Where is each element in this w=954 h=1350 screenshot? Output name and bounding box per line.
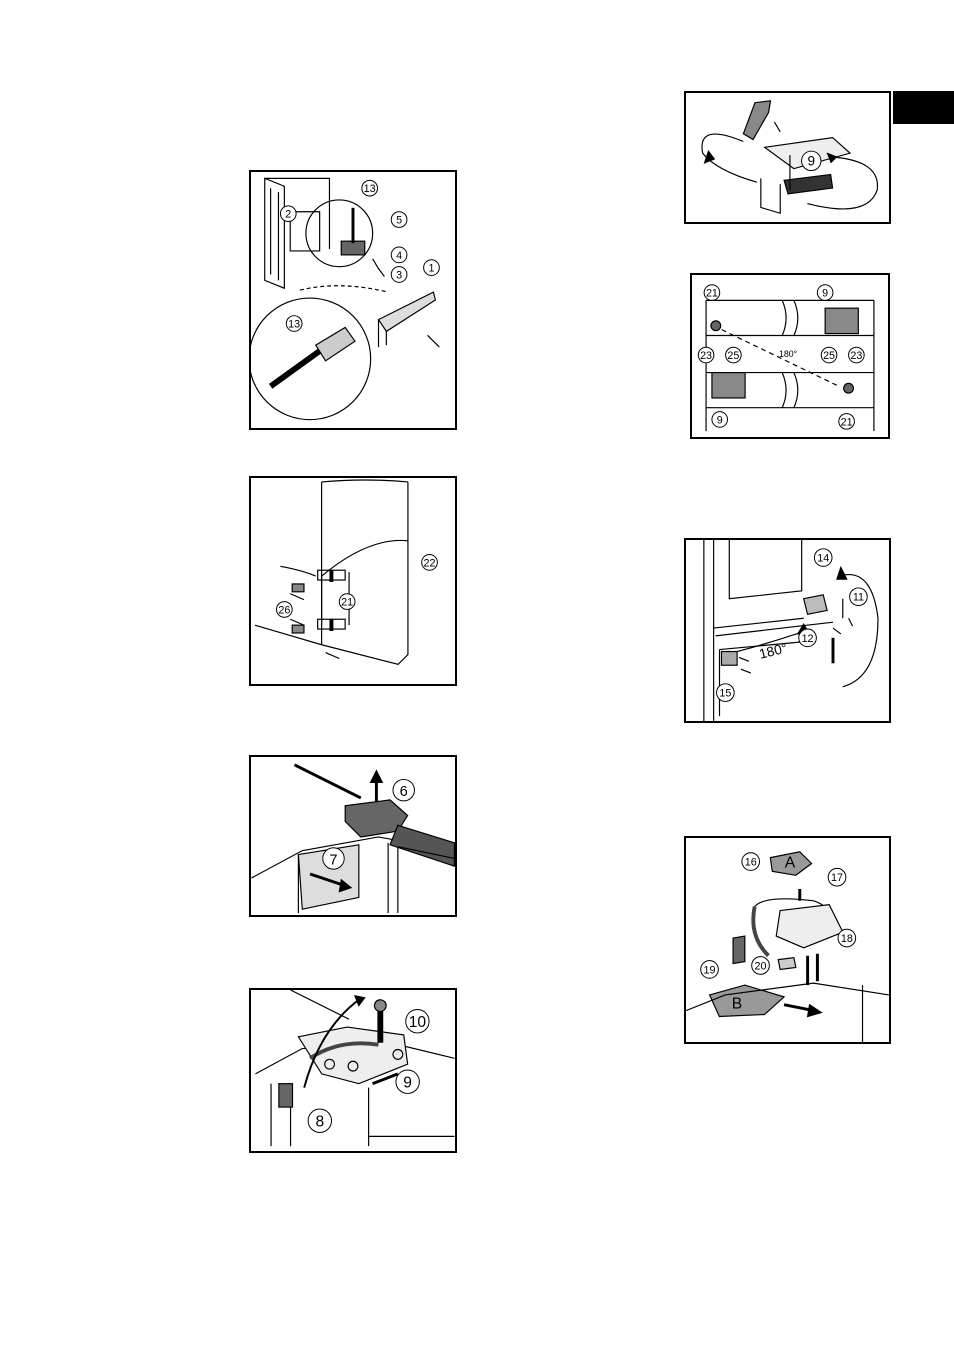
callout-16-label: 16	[745, 856, 757, 868]
callout-21-bottom-label: 21	[841, 416, 853, 428]
figure-cover-caps: 16 A 17 18 19 20 B	[684, 836, 891, 1044]
callout-3-label: 3	[396, 269, 402, 281]
callout-4-label: 4	[396, 250, 402, 262]
callout-17-label: 17	[831, 872, 843, 884]
callout-10-label: 10	[409, 1014, 427, 1031]
callout-20-label: 20	[755, 960, 767, 972]
callout-26-label: 26	[278, 604, 290, 616]
hinge-rotation-callouts: 9	[686, 93, 889, 222]
callout-13-detail-label: 13	[288, 318, 300, 330]
callout-9-label: 9	[807, 154, 815, 169]
callout-15-label: 15	[719, 688, 731, 700]
cover-caps-callouts: 16 A 17 18 19 20 B	[686, 838, 889, 1042]
callout-13-label: 13	[364, 183, 376, 195]
door-panel-callouts: 22 21 26	[251, 478, 455, 684]
callout-11-label: 11	[853, 592, 864, 604]
callout-6-label: 6	[400, 784, 408, 800]
cap-b-label: B	[732, 996, 742, 1013]
callout-1-label: 1	[428, 263, 434, 275]
callout-9-label: 9	[403, 1075, 412, 1092]
figure-cover-removal: 6 7	[249, 755, 457, 917]
callout-5-label: 5	[396, 215, 402, 227]
hinge-swap-callouts: 21 9 23 25 180° 25 23 9 21	[692, 275, 888, 437]
callout-23-left-label: 23	[700, 350, 712, 362]
figure-hinge-pin-swap: 14 11 12 180° 15	[684, 538, 891, 723]
callout-18-label: 18	[841, 933, 853, 945]
callout-23-right-label: 23	[850, 350, 862, 362]
callout-19-label: 19	[704, 964, 716, 976]
callout-21-label: 21	[341, 597, 353, 609]
figure-handle-removal: 13 2 5 4 3 1 13	[249, 170, 457, 430]
hinge-pin-swap-callouts: 14 11 12 180° 15	[686, 540, 889, 721]
callout-25-right-label: 25	[823, 350, 835, 362]
rotation-180-label: 180°	[779, 349, 797, 359]
figure-hinge-removal: 10 9 8	[249, 988, 457, 1153]
callout-9-bottom-label: 9	[717, 414, 723, 426]
figure-hinge-swap: 21 9 23 25 180° 25 23 9 21	[690, 273, 890, 439]
callout-14-label: 14	[817, 553, 829, 565]
callout-7-label: 7	[329, 852, 337, 868]
callout-21-top-label: 21	[706, 287, 718, 299]
rotation-180-label: 180°	[758, 640, 789, 661]
callout-25-left-label: 25	[727, 350, 739, 362]
callout-9-top-label: 9	[822, 287, 828, 299]
figure-hinge-rotation: 9	[684, 91, 891, 224]
handle-removal-callouts: 13 2 5 4 3 1 13	[251, 172, 455, 428]
cap-a-label: A	[785, 854, 796, 871]
cover-removal-callouts: 6 7	[251, 757, 455, 915]
figure-door-panel: 22 21 26	[249, 476, 457, 686]
callout-12-label: 12	[802, 633, 814, 645]
callout-22-label: 22	[424, 557, 436, 569]
callout-2-label: 2	[285, 209, 291, 221]
page-tab-marker	[893, 91, 954, 124]
hinge-removal-callouts: 10 9 8	[251, 990, 455, 1151]
callout-8-label: 8	[315, 1114, 324, 1131]
